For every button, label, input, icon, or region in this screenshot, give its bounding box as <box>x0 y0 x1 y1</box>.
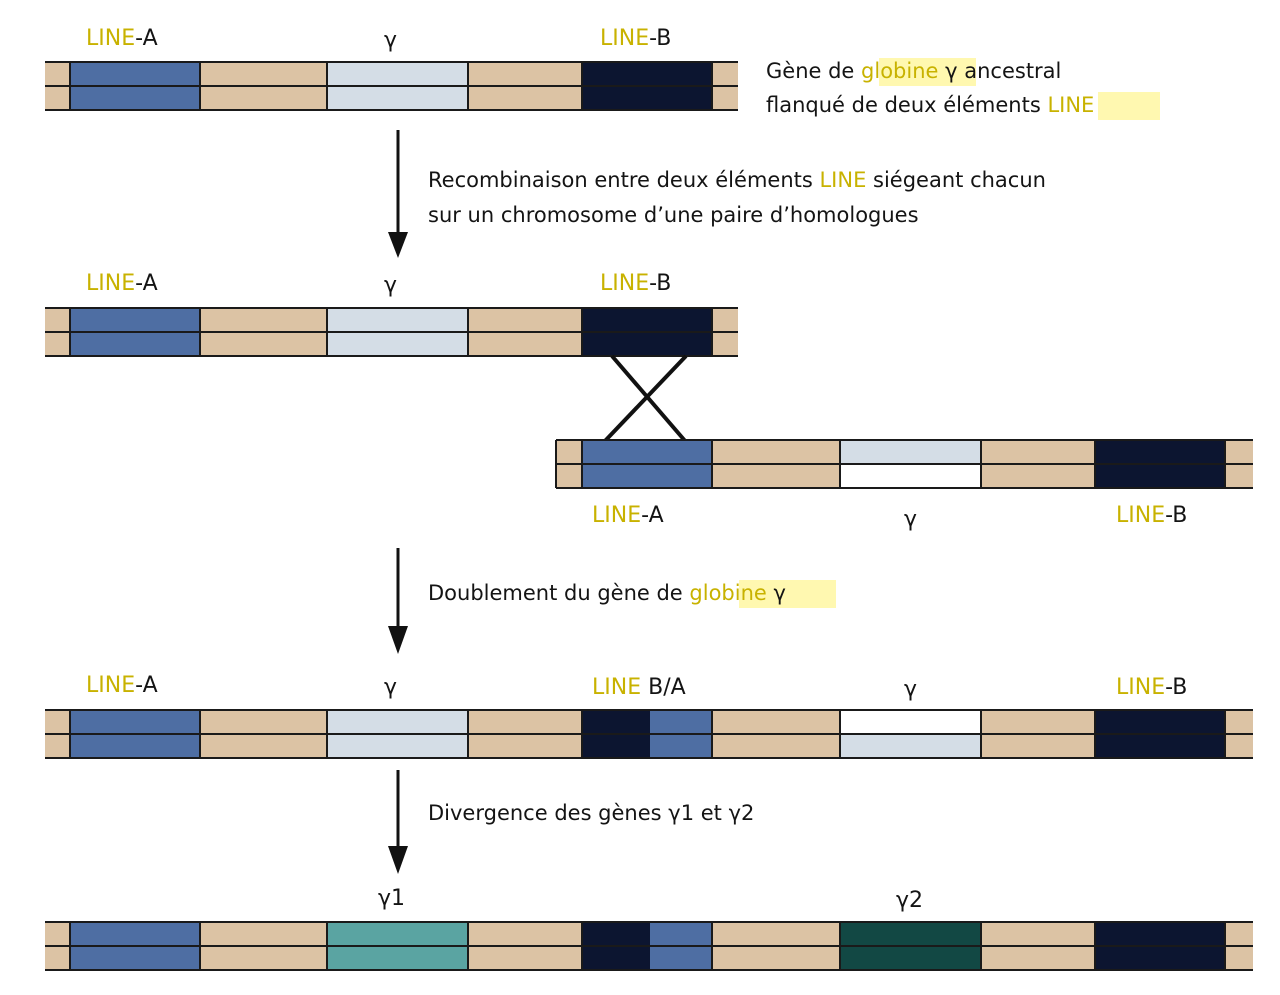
label-gamma: γ <box>384 675 397 700</box>
chromosome-pair-diverged <box>45 921 1253 971</box>
label-line-a: LINE-A <box>86 673 158 698</box>
caption-recombination-line2: sur un chromosome d’une paire d’homologu… <box>428 203 919 227</box>
caption-highlight <box>1098 92 1160 120</box>
label-line-a: LINE-A <box>86 26 158 51</box>
caption-highlight <box>739 580 836 608</box>
label-line-a: LINE-A <box>592 503 664 528</box>
gamma-gene-copy-segment <box>840 734 981 758</box>
caption-duplication: Doublement du gène de globine γ <box>428 581 786 605</box>
label-gamma1: γ1 <box>378 886 405 911</box>
label-line-b: LINE-B <box>1116 503 1187 528</box>
label-line-a: LINE-A <box>86 271 158 296</box>
label-gamma: γ <box>384 28 397 53</box>
arrow-down <box>388 130 408 258</box>
chromosome-pair-upper <box>45 307 738 357</box>
caption-recombination-line1: Recombinaison entre deux éléments LINE s… <box>428 168 1046 192</box>
label-line-b: LINE-B <box>600 26 671 51</box>
label-line-b: LINE-B <box>600 271 671 296</box>
caption-highlight <box>879 58 976 86</box>
arrow-down <box>388 770 408 874</box>
label-line-ba: LINE B/A <box>592 675 686 700</box>
label-gamma: γ <box>904 677 917 702</box>
arrow-down <box>388 548 408 654</box>
gamma-gene-segment <box>840 440 981 464</box>
caption-ancestral-line2: flanqué de deux éléments LINE <box>766 93 1094 117</box>
gamma-gene-segment <box>840 464 981 488</box>
label-line-b: LINE-B <box>1116 675 1187 700</box>
chromosome-pair-lower <box>555 439 1253 489</box>
label-gamma: γ <box>904 507 917 532</box>
label-gamma2: γ2 <box>896 888 923 913</box>
chromosome-pair-duplicated <box>45 709 1253 759</box>
chromosome-pair-ancestral <box>45 61 738 111</box>
crossover-cross <box>602 354 688 444</box>
gamma-gene-copy-segment <box>840 710 981 734</box>
caption-ancestral-line1: Gène de globine γ ancestral <box>766 59 1061 83</box>
caption-divergence: Divergence des gènes γ1 et γ2 <box>428 801 754 825</box>
label-gamma: γ <box>384 273 397 298</box>
